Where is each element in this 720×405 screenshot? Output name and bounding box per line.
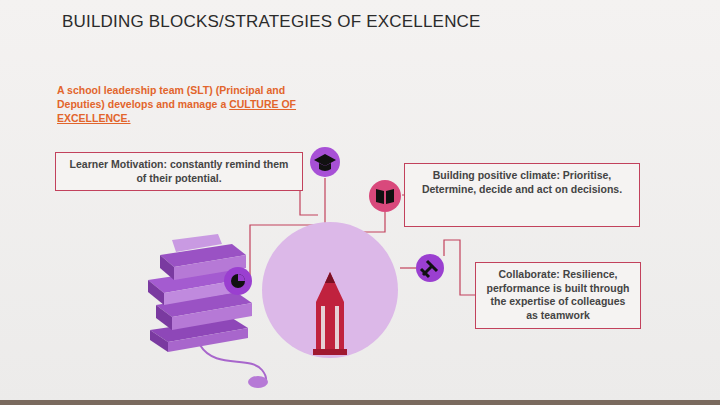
leader-line <box>400 267 416 268</box>
box-text: Learner Motivation: constantly remind th… <box>64 158 294 185</box>
leader-line <box>444 240 475 295</box>
big-circle <box>262 222 398 358</box>
pencil <box>313 272 347 355</box>
bottom-bar <box>0 400 720 405</box>
puzzle-icon <box>416 254 444 282</box>
box-text: Collaborate: Resilience, performance is … <box>484 268 632 323</box>
title: BUILDING BLOCKS/STRATEGIES OF EXCELLENCE <box>62 12 481 32</box>
book-stack <box>148 234 268 388</box>
text-box: Building positive climate: Prioritise, D… <box>404 163 640 227</box>
graduation-cap-icon <box>310 147 340 177</box>
pie-chart-icon <box>224 267 252 295</box>
book-icon <box>369 180 401 212</box>
intro-text: A school leadership team (SLT) (Principa… <box>57 83 327 126</box>
text-box: Collaborate: Resilience, performance is … <box>475 262 641 329</box>
text-box: Learner Motivation: constantly remind th… <box>55 152 303 191</box>
box-text: Building positive climate: Prioritise, D… <box>413 169 631 196</box>
